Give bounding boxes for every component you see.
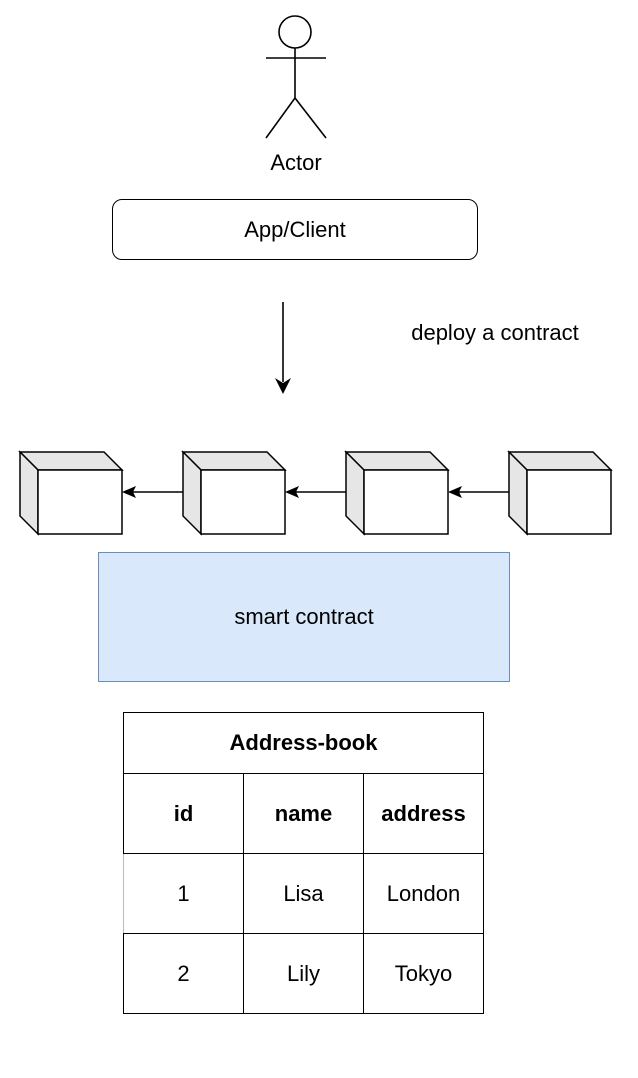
- cell-id: 2: [123, 933, 244, 1014]
- app-client-label: App/Client: [244, 216, 346, 242]
- blockchain: [18, 450, 613, 536]
- cell-address: London: [363, 853, 484, 934]
- table-row: 2 Lily Tokyo: [123, 933, 484, 1014]
- address-book-title: Address-book: [123, 712, 484, 774]
- block-2: [181, 450, 287, 536]
- block-4: [507, 450, 613, 536]
- address-book-table-wrapper: Address-book id name address 1 Lisa Lond…: [123, 712, 484, 1014]
- column-header-id: id: [123, 773, 244, 854]
- cell-name: Lily: [243, 933, 364, 1014]
- cell-name: Lisa: [243, 853, 364, 934]
- chain-arrow-2: [285, 486, 347, 498]
- column-header-name: name: [243, 773, 364, 854]
- table-header-row: id name address: [123, 773, 484, 854]
- address-book-table: Address-book id name address 1 Lisa Lond…: [123, 712, 484, 1014]
- table-row: 1 Lisa London: [123, 853, 484, 934]
- block-1: [18, 450, 124, 536]
- app-client-box: App/Client: [112, 199, 478, 260]
- cell-id: 1: [123, 853, 244, 934]
- actor-icon: [265, 15, 327, 139]
- column-header-address: address: [363, 773, 484, 854]
- block-3: [344, 450, 450, 536]
- smart-contract-label: smart contract: [234, 604, 374, 629]
- chain-arrow-1: [122, 486, 184, 498]
- chain-arrow-3: [448, 486, 510, 498]
- cell-address: Tokyo: [363, 933, 484, 1014]
- deploy-arrow: [275, 302, 291, 394]
- deploy-label: deploy a contract: [411, 320, 579, 345]
- smart-contract-box: smart contract: [98, 552, 510, 682]
- actor-label: Actor: [270, 150, 322, 175]
